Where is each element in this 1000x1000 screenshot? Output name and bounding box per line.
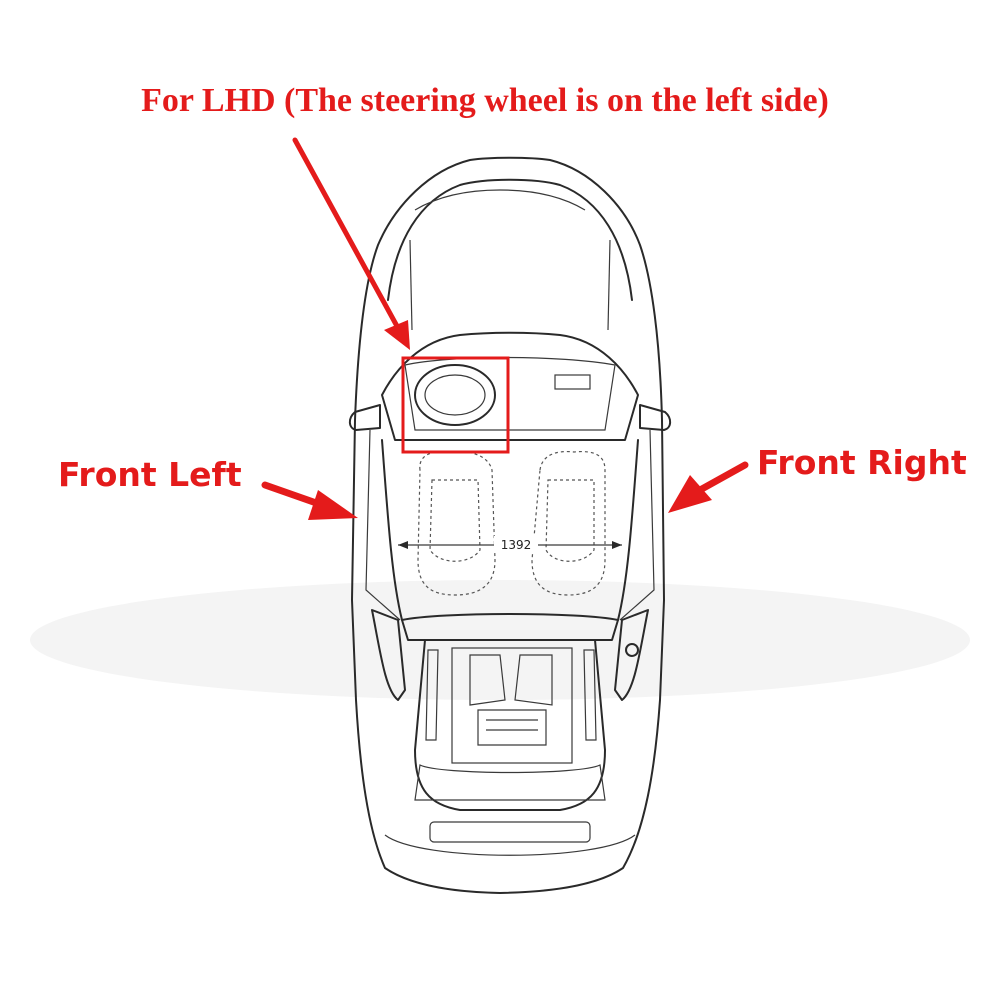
rear-deck xyxy=(414,764,606,801)
dimension-label: 1392 xyxy=(501,538,532,552)
left-seat-inner xyxy=(429,479,481,562)
right-mirror xyxy=(639,404,672,431)
dimension-arrow-left xyxy=(398,541,408,549)
windshield xyxy=(381,331,639,441)
door-left-line xyxy=(365,429,401,621)
cabin-right-side xyxy=(617,439,639,621)
engine-vents-left xyxy=(425,649,439,741)
car-body-outline xyxy=(351,156,665,894)
right-seat xyxy=(531,450,606,596)
steering-wheel-inner xyxy=(424,374,486,416)
cabin-left-side xyxy=(381,439,403,621)
door-right-line xyxy=(619,429,655,621)
front-left-arrow-head xyxy=(308,490,358,520)
engine-block xyxy=(451,647,573,764)
rear-grille xyxy=(429,821,591,843)
front-left-arrow-shaft xyxy=(261,481,326,509)
dash-vent xyxy=(554,374,591,390)
engine-detail-3 xyxy=(477,709,547,746)
left-side-intake xyxy=(371,609,406,701)
hood-center-line xyxy=(414,189,586,211)
right-seat-inner xyxy=(545,479,595,562)
engine-detail-1 xyxy=(469,654,506,706)
hood-outline xyxy=(387,178,633,301)
dashboard xyxy=(404,356,616,431)
hood-right-crease xyxy=(607,239,611,331)
hood-left-crease xyxy=(409,239,413,331)
engine-detail-4 xyxy=(486,719,538,731)
engine-vents-right xyxy=(583,649,597,741)
dimension-label-bg xyxy=(494,536,538,552)
left-mirror xyxy=(348,404,381,431)
front-right-arrow-head xyxy=(668,475,712,513)
front-left-label: Front Left xyxy=(58,455,242,494)
front-right-arrow-shaft xyxy=(696,461,749,494)
diagram-title: For LHD (The steering wheel is on the le… xyxy=(141,82,829,119)
rear-bumper xyxy=(384,834,636,856)
steering-wheel-highlight xyxy=(401,356,510,454)
title-arrow-shaft xyxy=(292,137,401,331)
fuel-cap xyxy=(625,643,639,657)
engine-detail-2 xyxy=(514,654,553,706)
rear-bulkhead xyxy=(401,613,619,641)
right-side-intake xyxy=(614,609,649,701)
front-right-label: Front Right xyxy=(757,443,967,482)
dimension-arrow-right xyxy=(612,541,622,549)
title-arrow-head xyxy=(384,320,410,350)
steering-wheel xyxy=(414,364,496,426)
left-seat xyxy=(417,450,496,596)
